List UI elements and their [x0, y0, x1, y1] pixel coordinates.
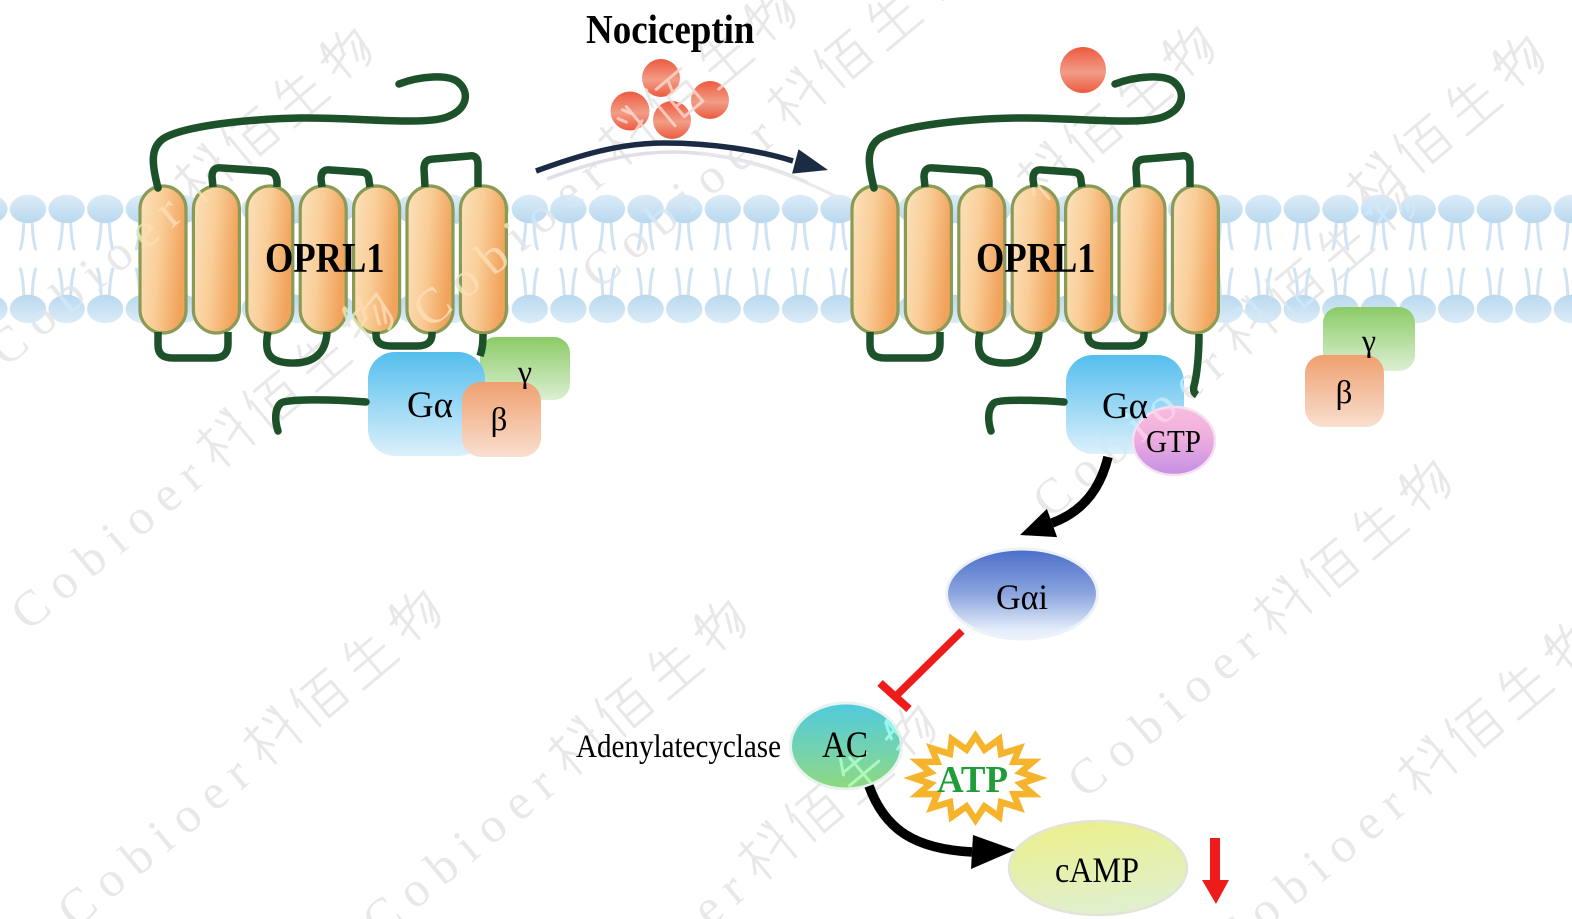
svg-text:Gαi: Gαi	[996, 577, 1048, 617]
svg-text:γ: γ	[517, 353, 532, 389]
svg-text:β: β	[1336, 375, 1353, 411]
svg-text:Adenylatecyclase: Adenylatecyclase	[576, 729, 781, 765]
svg-text:β: β	[491, 402, 508, 438]
svg-text:AC: AC	[822, 725, 868, 766]
svg-text:GTP: GTP	[1146, 423, 1201, 459]
svg-text:OPRL1: OPRL1	[976, 236, 1096, 282]
svg-text:OPRL1: OPRL1	[265, 236, 385, 282]
svg-text:Nociceptin: Nociceptin	[586, 6, 755, 52]
svg-text:γ: γ	[1361, 322, 1376, 358]
svg-text:ATP: ATP	[937, 759, 1008, 801]
svg-text:cAMP: cAMP	[1055, 850, 1139, 890]
svg-text:Gα: Gα	[1102, 386, 1148, 427]
svg-text:Gα: Gα	[407, 385, 453, 426]
